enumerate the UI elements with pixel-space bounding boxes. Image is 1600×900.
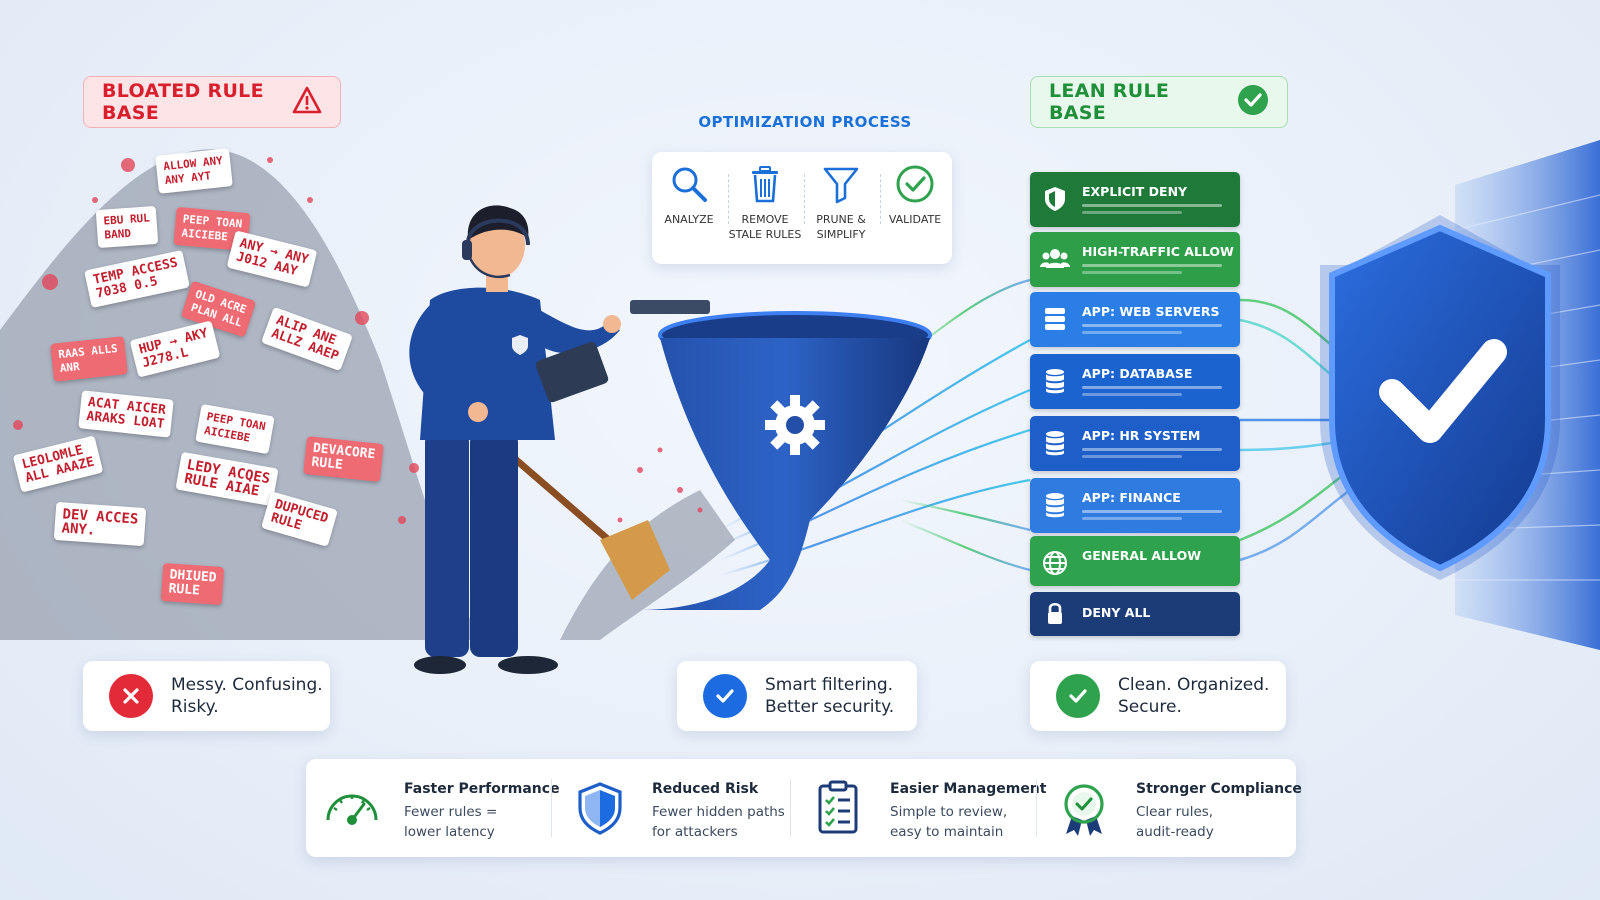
rule-high-traffic-allow[interactable]: HIGH-TRAFFIC ALLOW bbox=[1030, 232, 1240, 287]
benefit-title: Faster Performance bbox=[404, 781, 560, 797]
check-circle-icon bbox=[1237, 84, 1269, 121]
rule-label: DENY ALL bbox=[1082, 605, 1151, 620]
process-summary-text: Smart filtering. Better security. bbox=[765, 675, 895, 717]
rule-label: APP: WEB SERVERS bbox=[1082, 304, 1220, 319]
rule-note: PEEP TOAN AICIEBE bbox=[195, 403, 275, 455]
warning-icon bbox=[292, 86, 322, 119]
badge-icon bbox=[1054, 778, 1114, 838]
shield-icon bbox=[1040, 184, 1070, 214]
benefit-stronger-compliance: Stronger Compliance Clear rules, audit-r… bbox=[1038, 759, 1302, 857]
step-label: VALIDATE bbox=[888, 213, 942, 226]
database-icon bbox=[1040, 366, 1070, 396]
server-icon bbox=[1040, 304, 1070, 334]
step-label: PRUNE & SIMPLIFY bbox=[816, 213, 866, 241]
person-illustration bbox=[409, 205, 710, 674]
x-circle-icon bbox=[109, 674, 153, 718]
check-circle-icon bbox=[878, 164, 952, 204]
rule-general-allow[interactable]: GENERAL ALLOW bbox=[1030, 536, 1240, 586]
shield-icon bbox=[570, 778, 630, 838]
optimization-process-title: OPTIMIZATION PROCESS bbox=[698, 113, 912, 131]
speedometer-icon bbox=[322, 778, 382, 838]
rule-note: LEDY ACQES RULE AIAE bbox=[175, 451, 279, 507]
rule-app-database[interactable]: APP: DATABASE bbox=[1030, 354, 1240, 409]
benefit-reduced-risk: Reduced Risk Fewer hidden paths for atta… bbox=[554, 759, 785, 857]
rule-label: GENERAL ALLOW bbox=[1082, 548, 1201, 563]
rule-note: LEOLOMLE ALL AAAZE bbox=[12, 435, 104, 493]
rule-label: APP: HR SYSTEM bbox=[1082, 428, 1201, 443]
rule-note: HUP → AKY J278.L bbox=[129, 320, 221, 378]
step-prune-simplify: PRUNE & SIMPLIFY bbox=[804, 164, 878, 242]
trash-icon bbox=[728, 164, 802, 204]
benefit-desc: Clear rules, audit-ready bbox=[1136, 804, 1214, 840]
process-summary-card: Smart filtering. Better security. bbox=[677, 661, 917, 731]
filter-icon bbox=[804, 164, 878, 204]
checklist-icon bbox=[808, 778, 868, 838]
benefits-bar: Faster Performance Fewer rules = lower l… bbox=[306, 759, 1302, 857]
rule-label: HIGH-TRAFFIC ALLOW bbox=[1082, 244, 1234, 259]
rule-label: EXPLICIT DENY bbox=[1082, 184, 1188, 199]
lean-rule-base-title: LEAN RULE BASE bbox=[1030, 76, 1288, 128]
step-remove-stale-rules: REMOVE STALE RULES bbox=[728, 164, 802, 242]
rule-app-hr-system[interactable]: APP: HR SYSTEM bbox=[1030, 416, 1240, 471]
rule-note: DEV ACCES ANY. bbox=[53, 501, 147, 547]
bloated-summary-card: Messy. Confusing. Risky. bbox=[83, 661, 330, 731]
bloated-rule-base-title: BLOATED RULE BASE bbox=[83, 76, 341, 128]
benefit-title: Easier Management bbox=[890, 781, 1047, 797]
optimization-steps-card: ANALYZE REMOVE STALE RULES PRUNE & SIMPL… bbox=[652, 152, 952, 264]
check-circle-icon bbox=[1056, 674, 1100, 718]
benefit-desc: Fewer rules = lower latency bbox=[404, 804, 498, 840]
rule-explicit-deny[interactable]: EXPLICIT DENY bbox=[1030, 172, 1240, 227]
rule-note: EBU RUL BAND bbox=[95, 205, 159, 249]
rule-app-finance[interactable]: APP: FINANCE bbox=[1030, 478, 1240, 533]
rule-note: DEVACORE RULE bbox=[303, 436, 384, 482]
benefit-title: Stronger Compliance bbox=[1136, 781, 1302, 797]
database-icon bbox=[1040, 428, 1070, 458]
rule-label: APP: DATABASE bbox=[1082, 366, 1193, 381]
rule-deny-all[interactable]: DENY ALL bbox=[1030, 592, 1240, 636]
benefit-title: Reduced Risk bbox=[652, 781, 759, 797]
search-icon bbox=[652, 164, 726, 204]
benefit-faster-performance: Faster Performance Fewer rules = lower l… bbox=[306, 759, 560, 857]
benefit-desc: Simple to review, easy to maintain bbox=[890, 804, 1008, 840]
database-icon bbox=[1040, 490, 1070, 520]
rule-note: ANY → ANY J012 AAY bbox=[226, 230, 318, 288]
users-icon bbox=[1040, 244, 1070, 274]
benefit-desc: Fewer hidden paths for attackers bbox=[652, 804, 785, 840]
bloated-title-text: BLOATED RULE BASE bbox=[102, 80, 264, 124]
globe-icon bbox=[1040, 548, 1070, 578]
rule-app-web-servers[interactable]: APP: WEB SERVERS bbox=[1030, 292, 1240, 347]
lock-icon bbox=[1040, 599, 1070, 629]
lean-title-text: LEAN RULE BASE bbox=[1049, 80, 1170, 124]
step-validate: VALIDATE bbox=[878, 164, 952, 227]
bloated-summary-text: Messy. Confusing. Risky. bbox=[171, 675, 323, 717]
lean-summary-text: Clean. Organized. Secure. bbox=[1118, 675, 1270, 717]
rule-note: RAAS ALLS ANR bbox=[50, 336, 128, 382]
rule-note: ACAT AICER ARAKS LOAT bbox=[78, 390, 175, 438]
lean-summary-card: Clean. Organized. Secure. bbox=[1030, 661, 1286, 731]
benefit-easier-management: Easier Management Simple to review, easy… bbox=[792, 759, 1046, 857]
rule-note: TEMP ACCESS 7038 0.5 bbox=[84, 250, 190, 308]
step-label: ANALYZE bbox=[664, 213, 714, 226]
bloated-rule-pile: ALLOW ANY ANY AYT EBU RUL BAND PEEP TOAN… bbox=[0, 140, 470, 640]
check-circle-icon bbox=[703, 674, 747, 718]
rule-label: APP: FINANCE bbox=[1082, 490, 1181, 505]
step-analyze: ANALYZE bbox=[652, 164, 726, 227]
rule-note: ALLOW ANY ANY AYT bbox=[155, 148, 233, 194]
rule-note: ALIP ANE ALLZ AAEP bbox=[261, 306, 354, 372]
step-label: REMOVE STALE RULES bbox=[728, 213, 802, 241]
rule-note: DUPUCED RULE bbox=[261, 491, 338, 547]
rule-note: DHIUED RULE bbox=[160, 562, 225, 606]
